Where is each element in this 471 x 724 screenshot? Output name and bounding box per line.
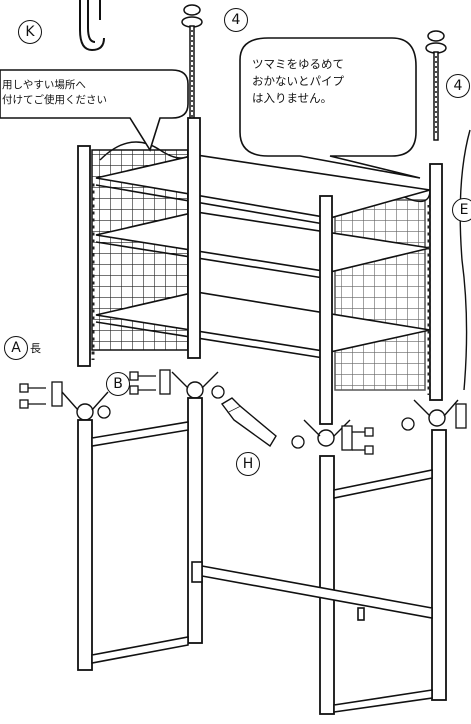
label-four-top-circle: 4 — [224, 8, 248, 32]
speech-bubble-shape — [239, 37, 421, 179]
upper-posts — [77, 117, 443, 425]
label-four-top: 4 — [231, 12, 241, 28]
left-callout-shape — [0, 69, 189, 152]
speech-bubble-text: ツマミをゆるめて おかないとパイプ は入りません。 — [252, 57, 344, 105]
label-e: E — [459, 202, 469, 218]
knob-screw-right — [425, 30, 447, 141]
label-b: B — [113, 376, 123, 392]
label-h-circle: H — [236, 452, 260, 476]
bolts — [19, 369, 467, 455]
wrench-tool — [220, 397, 277, 448]
label-four-right: 4 — [453, 78, 463, 94]
label-k: K — [25, 24, 35, 40]
lower-crossbars — [91, 421, 433, 713]
lower-posts — [77, 397, 447, 715]
hook-part — [79, 0, 105, 52]
left-callout-text: 用しやすい場所へ 付けてご使用ください — [2, 79, 107, 106]
label-a-circle: A — [4, 336, 28, 360]
joint-connectors — [61, 371, 459, 447]
label-a: A — [11, 340, 21, 356]
label-four-right-circle: 4 — [446, 74, 470, 98]
label-b-circle: B — [106, 372, 130, 396]
label-e-circle: E — [452, 198, 471, 222]
label-k-circle: K — [18, 20, 42, 44]
label-h: H — [242, 456, 254, 472]
label-a-suffix: 長 — [30, 342, 41, 355]
shelves — [95, 154, 431, 360]
